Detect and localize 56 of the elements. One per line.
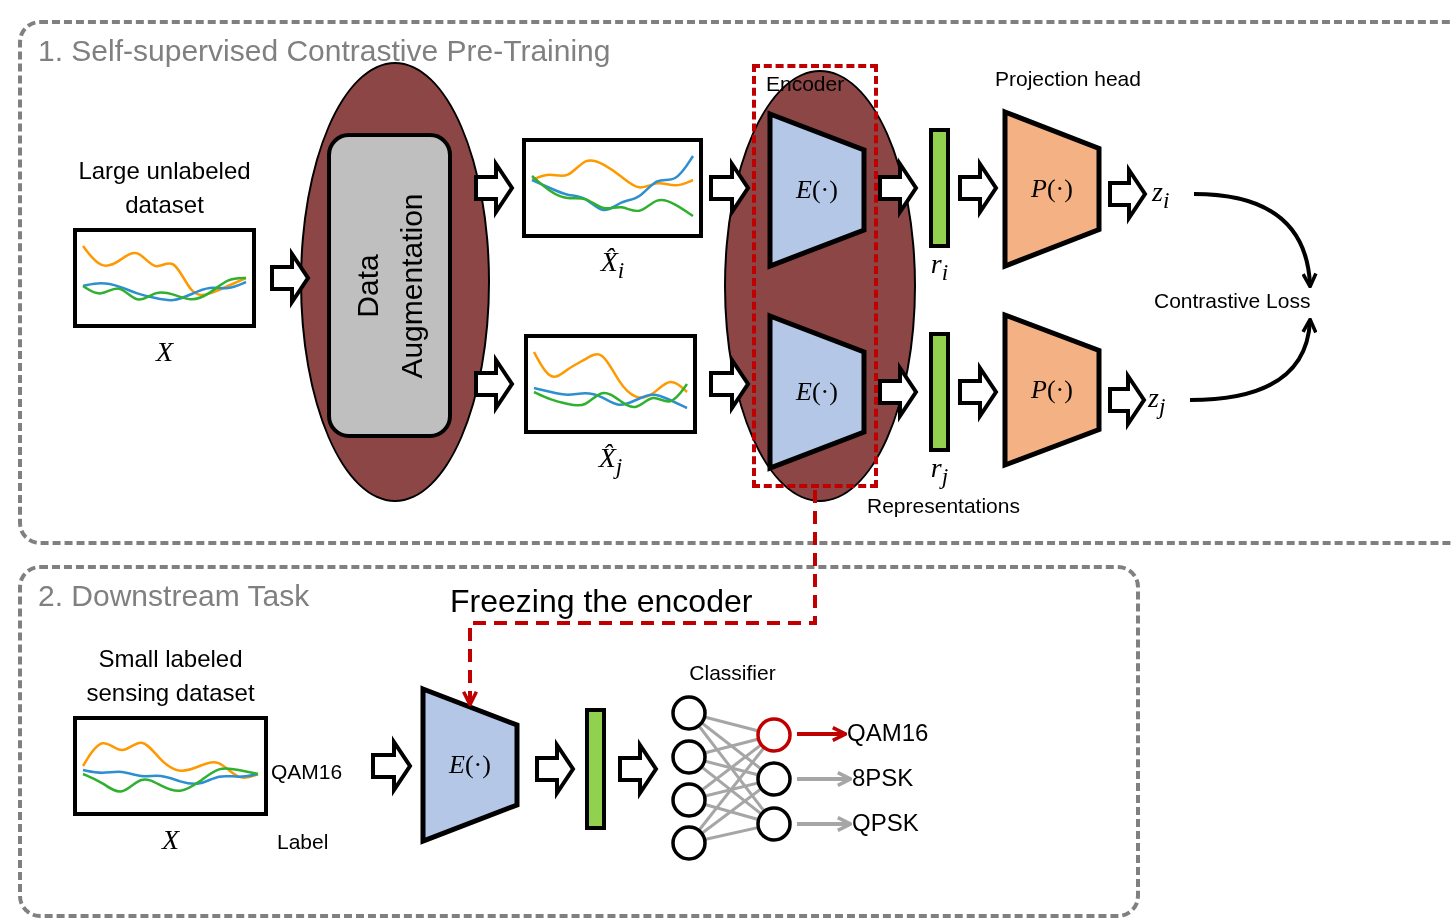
block-arrow: [709, 157, 751, 219]
trapezoid-block: [767, 312, 867, 472]
block-arrow: [958, 361, 999, 423]
text-label: 8PSK: [852, 764, 914, 794]
block-arrow: [535, 738, 576, 800]
variable-label: z$_{i}$: [1152, 176, 1188, 212]
panel-title: 2. Downstream Task: [38, 579, 310, 613]
arrow: [1193, 192, 1318, 289]
process-label: Data Augmentation: [349, 191, 429, 381]
dashed-arrow: [461, 490, 817, 707]
text-label: QPSK: [852, 809, 918, 839]
block-arrow: [1108, 369, 1147, 431]
block-arrow: [371, 735, 413, 797]
trapezoid-block: [420, 685, 520, 845]
arrow: [1189, 317, 1317, 402]
dataset-caption: Small labeled sensing dataset: [85, 644, 256, 708]
variable-label: z$_{j}$: [1148, 382, 1184, 418]
arrow: [797, 815, 853, 833]
block-arrow: [270, 247, 311, 309]
trapezoid-block: [1002, 311, 1102, 469]
variable-label: r$_{i}$: [930, 248, 949, 286]
block-arrow: [709, 353, 751, 415]
label-text: Label: [277, 830, 329, 854]
block-arrow: [618, 738, 659, 800]
text-label: Projection head: [995, 67, 1141, 91]
variable-label: X̂$_{j}$: [598, 442, 623, 480]
block-arrow: [958, 157, 999, 219]
block-arrow: [474, 353, 515, 415]
function-label: P(·): [1031, 174, 1073, 204]
process-box: [327, 133, 452, 438]
trapezoid-block: [767, 110, 867, 270]
representation-bar: [585, 708, 606, 830]
text-label: Representations: [867, 494, 1020, 518]
dataset-caption: Large unlabeled dataset: [77, 156, 252, 220]
variable-label: X: [155, 336, 174, 368]
block-arrow: [1108, 163, 1148, 225]
function-label: E(·): [796, 377, 838, 407]
variable-label: X̂$_{i}$: [600, 246, 625, 284]
arrow: [797, 770, 853, 788]
arrow: [797, 725, 848, 743]
label-text: QAM16: [271, 760, 343, 784]
variable-label: r$_{j}$: [930, 452, 949, 490]
block-arrow: [878, 361, 919, 423]
block-arrow: [474, 157, 515, 219]
trapezoid-block: [1002, 108, 1102, 270]
text-label: QAM16: [847, 719, 943, 749]
function-label: P(·): [1031, 375, 1073, 405]
text-label: Contrastive Loss: [1154, 289, 1326, 317]
function-label: E(·): [796, 175, 838, 205]
dashed-highlight-box: [752, 64, 878, 488]
network-title: Classifier: [689, 661, 776, 685]
block-arrow: [878, 157, 919, 219]
panel-title: 1. Self-supervised Contrastive Pre-Training: [38, 34, 611, 68]
variable-label: X: [161, 824, 180, 856]
dashed-panel: [18, 20, 1452, 545]
function-label: E(·): [449, 750, 491, 780]
